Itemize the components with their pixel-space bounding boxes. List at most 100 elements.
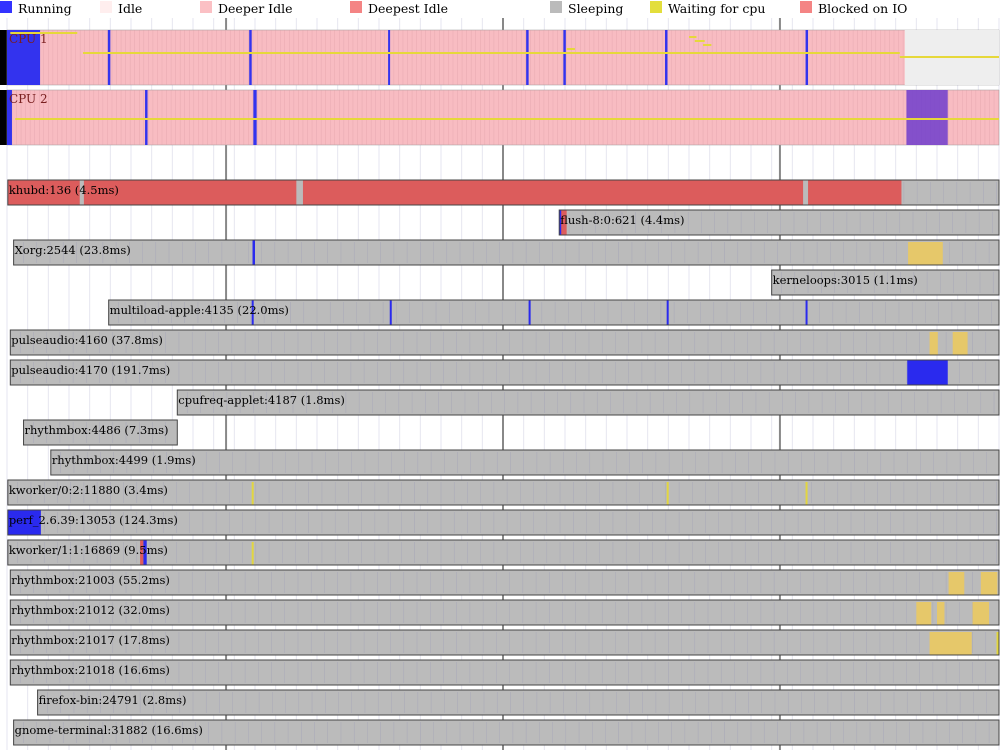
task-bar [10,660,1000,685]
task-bar [37,690,999,715]
task-row: rhythmbox:21003 (55.2ms) [9,569,1000,596]
task-label: kworker/1:1:16869 (9.5ms) [9,543,168,557]
task-bar [771,270,999,295]
task-running-span [389,300,392,325]
cpu-running-span [805,30,809,85]
task-bar [13,720,999,745]
task-running-span [907,360,948,385]
cpu-row: CPU 2 [0,89,1000,146]
task-waiting-span [952,332,968,355]
task-running-span [528,300,531,325]
task-bar [559,210,999,235]
task-running-span [805,300,808,325]
task-bar-outline [7,179,1000,206]
task-bar-outline [9,329,1000,356]
task-running-span [666,300,669,325]
task-row: pulseaudio:4170 (191.7ms) [9,359,1000,386]
task-waiting-span [929,632,972,655]
task-running-span [251,300,254,325]
task-bar-outline [23,419,178,446]
task-label: rhythmbox:4486 (7.3ms) [25,423,169,437]
task-bar [13,240,999,265]
task-row: perf_2.6.39:13053 (124.3ms) [7,509,1000,536]
task-label: rhythmbox:21012 (32.0ms) [11,603,170,617]
task-bar-outline [9,569,1000,596]
task-label: flush-8:0:621 (4.4ms) [560,213,684,227]
task-bar-outline [50,449,1000,476]
task-label: kworker/0:2:11880 (3.4ms) [9,483,168,497]
task-blocked-span [559,210,567,235]
task-waiting-span [805,482,808,505]
task-waiting-span [980,572,998,595]
task-bar-outline [176,389,1000,416]
task-bar-outline [7,509,1000,536]
legend-label: Deeper Idle [218,1,293,16]
legend-swatch [0,1,12,13]
task-bar-outline [7,539,1000,566]
legend-label: Sleeping [568,1,624,16]
task-waiting-span [972,602,990,625]
task-label: khubd:136 (4.5ms) [9,183,119,197]
task-bar [10,630,1000,655]
task-waiting-span [996,632,999,655]
task-bar-outline [37,689,1000,716]
task-waiting-span [948,572,965,595]
task-bar [7,540,1000,565]
task-waiting-span [916,602,932,625]
task-row: multiload-apple:4135 (22.0ms) [108,299,1000,326]
task-bar [10,570,1000,595]
cpu-running-span [388,30,391,85]
cpu-running-span [906,90,948,145]
task-label: multiload-apple:4135 (22.0ms) [110,303,289,317]
task-bar-outline [9,629,1000,656]
legend-label: Running [18,1,72,16]
task-waiting-span [937,602,945,625]
legend-swatch [800,1,812,13]
cpu-running-span [563,30,566,85]
task-bar-outline [13,719,1000,746]
task-label: cpufreq-applet:4187 (1.8ms) [178,393,345,407]
task-label: rhythmbox:4499 (1.9ms) [52,453,196,467]
task-waiting-span [908,242,943,265]
legend-label: Blocked on IO [818,1,908,16]
task-blocked-span [7,180,902,205]
task-row: rhythmbox:21018 (16.6ms) [9,659,1000,686]
cpu-running-span [145,90,148,145]
task-row: rhythmbox:4486 (7.3ms) [23,419,178,446]
task-waiting-span [251,542,254,565]
task-label: kerneloops:3015 (1.1ms) [773,273,918,287]
task-bar-outline [771,269,1000,296]
task-running-span [7,510,41,535]
task-row: cpufreq-applet:4187 (1.8ms) [176,389,1000,416]
task-bar-outline [13,239,1000,266]
task-label: Xorg:2544 (23.8ms) [15,243,131,257]
task-bar-outline [9,659,1000,686]
task-bar [23,420,178,445]
task-sleeping-span [803,180,809,205]
task-row: khubd:136 (4.5ms) [7,179,1000,206]
task-row: flush-8:0:621 (4.4ms) [558,209,1000,236]
task-row: kerneloops:3015 (1.1ms) [771,269,1000,296]
task-bar [108,300,1000,325]
task-waiting-span [251,482,254,505]
task-bar-outline [9,359,1000,386]
task-row: kworker/1:1:16869 (9.5ms) [7,539,1000,566]
legend-label: Idle [118,1,143,16]
task-label: firefox-bin:24791 (2.8ms) [39,693,187,707]
task-sleeping-span [296,180,303,205]
task-bar-outline [558,209,1000,236]
task-row: firefox-bin:24791 (2.8ms) [37,689,1000,716]
cpu-row: CPU 1 [0,29,1000,86]
cpu-label: CPU 1 [9,32,48,46]
task-label: rhythmbox:21003 (55.2ms) [11,573,170,587]
task-running-span [252,240,255,265]
task-label: pulseaudio:4170 (191.7ms) [11,363,170,377]
task-bar [177,390,999,415]
legend-swatch [350,1,362,13]
task-row: kworker/0:2:11880 (3.4ms) [7,479,1000,506]
task-label: rhythmbox:21017 (17.8ms) [11,633,170,647]
legend-label: Waiting for cpu [668,1,766,16]
cpu-row-marker [0,30,7,85]
task-bar [10,330,1000,355]
task-row: rhythmbox:4499 (1.9ms) [50,449,1000,476]
